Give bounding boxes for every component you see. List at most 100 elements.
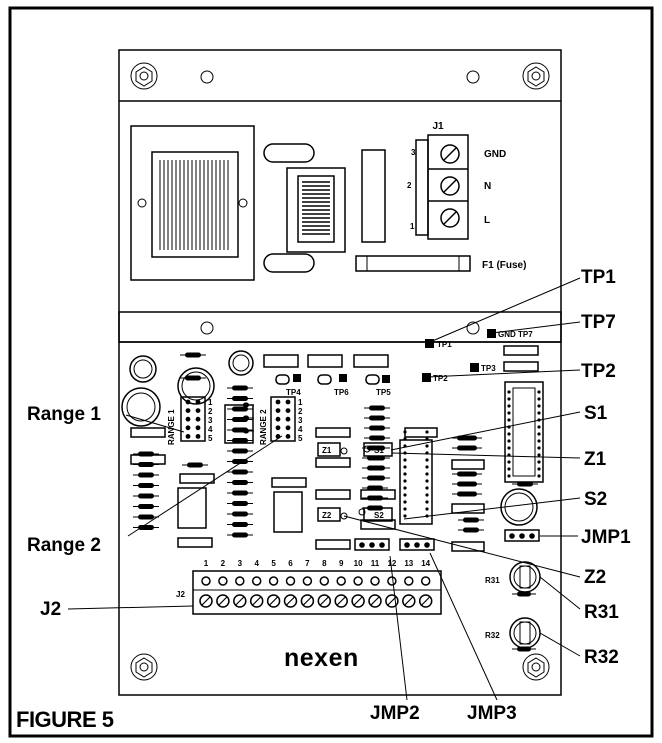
capacitor <box>126 392 156 422</box>
resistor <box>315 457 351 468</box>
terminal-screw <box>351 594 365 608</box>
axial-resistor <box>138 483 154 488</box>
terminal-screw <box>249 594 264 608</box>
resistor <box>315 539 351 550</box>
z2-component <box>317 507 341 522</box>
terminal-screw <box>300 594 315 608</box>
ic-pin <box>507 439 511 443</box>
axial-resistor <box>457 471 477 477</box>
j2-terminal-number: 1 <box>204 559 209 568</box>
ic-pin <box>537 439 541 443</box>
jmp3-header <box>399 538 435 551</box>
power-board: J1 3 2 1 GND N L F1 (Fuse) <box>118 49 562 343</box>
diode <box>307 354 343 368</box>
callout-range2: Range 2 <box>27 535 101 556</box>
resistor <box>503 361 539 372</box>
resistor <box>360 519 396 530</box>
tp1-pad <box>425 339 434 348</box>
mounting-hole <box>200 70 214 84</box>
terminal-screw-top <box>387 576 397 586</box>
r32-board-label: R32 <box>485 631 500 640</box>
callout-tp2: TP2 <box>581 361 616 382</box>
callout-tp7: TP7 <box>581 312 616 333</box>
resistor <box>451 459 485 470</box>
axial-resistor <box>232 522 248 527</box>
axial-resistor <box>517 591 531 597</box>
axial-resistor <box>232 490 248 496</box>
ic-pin <box>537 425 541 429</box>
callout-s2: S2 <box>584 489 607 510</box>
terminal-screw-top <box>201 576 211 586</box>
relay <box>286 167 346 253</box>
led <box>275 374 290 385</box>
axial-resistor <box>138 525 154 530</box>
axial-resistor <box>243 402 249 408</box>
terminal-slot <box>353 596 363 606</box>
ic-pin <box>507 397 511 401</box>
terminal-screw <box>283 594 298 608</box>
jumper-pin <box>195 408 201 413</box>
ic-pin <box>537 397 541 401</box>
s2-label: S2 <box>374 511 384 520</box>
terminal-slot <box>201 596 211 606</box>
ic-pin <box>403 514 407 518</box>
ic-pin <box>507 390 511 394</box>
tp6-pad <box>339 374 347 382</box>
ic-pin <box>507 467 511 471</box>
z2-pad <box>340 512 348 520</box>
axial-resistor <box>367 505 383 511</box>
tp3-pad <box>470 363 479 372</box>
j1-gnd-label: GND <box>484 149 506 160</box>
range1-pin-1: 1 <box>208 398 213 407</box>
ic-pin <box>507 474 511 478</box>
resistor <box>315 427 351 438</box>
ic-pin <box>425 500 429 504</box>
j2-terminal-number: 11 <box>371 559 380 568</box>
axial-resistor <box>517 481 533 487</box>
terminal-screw-top <box>235 576 245 586</box>
ic-inner <box>512 387 536 477</box>
ic-pin <box>507 446 511 450</box>
axial-resistor <box>232 501 248 506</box>
jumper-pin <box>285 416 291 422</box>
ic-pin <box>425 486 429 490</box>
mounting-hole <box>466 70 480 84</box>
capacitor <box>504 492 534 522</box>
s2-pad <box>358 508 366 516</box>
axial-resistor <box>367 485 383 491</box>
mounting-hole <box>200 321 214 335</box>
terminal-slot <box>235 596 245 606</box>
axial-resistor <box>232 438 248 443</box>
range1-pin-3: 3 <box>208 416 213 425</box>
jumper-pin <box>185 434 191 439</box>
ic-pin <box>403 486 407 490</box>
terminal-screw-top <box>336 576 346 586</box>
axial-resistor <box>232 385 248 391</box>
terminal-screw-top <box>404 576 414 586</box>
capacitor <box>121 387 161 427</box>
capacitor <box>232 354 250 372</box>
terminal-screw <box>368 594 382 608</box>
terminal-slot <box>319 596 329 606</box>
jumper-pin <box>285 425 291 431</box>
mounting-nut-top-right <box>522 62 550 90</box>
z1-label: Z1 <box>322 446 332 455</box>
terminal-screw <box>216 594 230 608</box>
axial-resistor <box>138 504 154 509</box>
tp6-label: TP6 <box>334 388 349 397</box>
j2-terminal-number: 2 <box>221 559 226 568</box>
j2-terminal-number: 4 <box>254 559 259 568</box>
diode <box>263 354 299 368</box>
tp5-label: TP5 <box>376 388 391 397</box>
range1-label: RANGE 1 <box>167 409 176 445</box>
axial-resistor <box>463 527 479 533</box>
gnd-tp7-pad <box>487 329 496 338</box>
j2-terminal-number: 14 <box>421 559 430 568</box>
z1-component <box>317 442 341 457</box>
jumper-pin <box>285 399 291 405</box>
ic-chip <box>399 439 433 525</box>
axial-resistor <box>367 495 383 501</box>
range2-pin-2: 2 <box>298 407 303 416</box>
resistor <box>179 473 215 484</box>
jumper-pin <box>185 399 191 405</box>
